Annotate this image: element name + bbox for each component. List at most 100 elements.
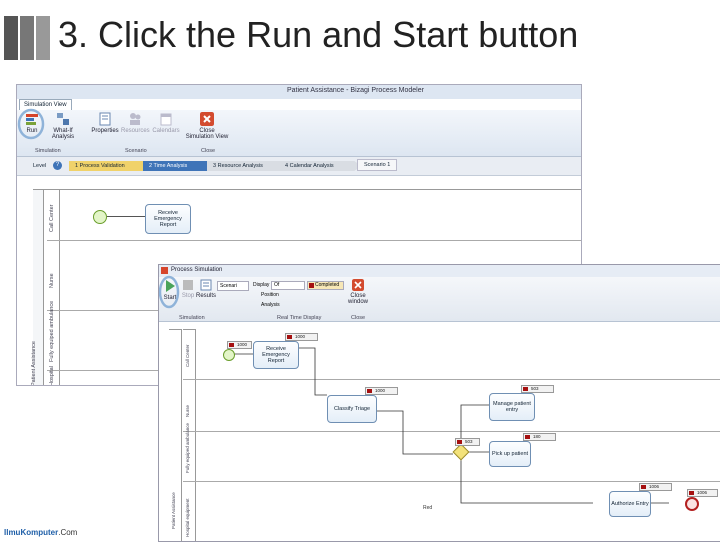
modeler-window: Patient Assistance - Bizagi Process Mode… (16, 84, 582, 386)
task-pick-up-patient[interactable]: Pick up patient (489, 441, 531, 467)
slide-title: 3. Click the Run and Start button (58, 14, 579, 55)
close-window-label: Close window (347, 293, 368, 305)
properties-label: Properties (91, 128, 119, 134)
group-simulation-label: Simulation (35, 148, 61, 154)
simulation-ribbon: Start Stop Results Scenari Display Of Co… (159, 277, 720, 322)
lane-divider (183, 481, 720, 482)
group-close-label: Close (201, 148, 216, 154)
resources-label: Resources (121, 128, 150, 134)
count-badge-start: 1000 (227, 341, 252, 349)
level-step-num: 1 (75, 163, 79, 169)
run-button[interactable]: Run (21, 112, 43, 134)
level-step-2[interactable]: 2 Time Analysis (143, 161, 217, 171)
run-label: Run (26, 128, 38, 134)
calendars-button[interactable]: Calendars (151, 112, 181, 134)
properties-icon (99, 112, 111, 126)
calendars-label: Calendars (152, 128, 180, 134)
level-step-num: 2 (149, 163, 153, 169)
level-step-1[interactable]: 1 Process Validation (69, 161, 153, 171)
task-receive-emergency-report[interactable]: Receive Emergency Report (145, 204, 191, 234)
lane-divider (183, 379, 720, 380)
level-step-4[interactable]: 4 Calendar Analysis (279, 161, 361, 171)
level-step-label: Resource Analysis (217, 163, 263, 169)
title-accent-bar (20, 16, 34, 60)
group-close-label: Close (351, 315, 366, 321)
level-step-num: 4 (285, 163, 289, 169)
completed-label: Completed (315, 282, 340, 288)
start-event[interactable] (93, 210, 107, 224)
count-badge-gateway: 503 (455, 438, 480, 446)
close-window-button[interactable]: Close window (345, 279, 371, 305)
start-highlight-ring (159, 275, 180, 309)
modeler-titlebar: Patient Assistance - Bizagi Process Mode… (17, 85, 581, 99)
group-simulation-label: Simulation (179, 315, 205, 321)
stop-label: Stop (181, 293, 195, 299)
flow-connectors (233, 347, 669, 504)
flow-label-red: Red (423, 505, 433, 511)
help-icon: ? (53, 161, 62, 170)
count-badge-receive: 1000 (285, 333, 318, 341)
resources-icon (130, 113, 141, 125)
resources-button[interactable]: Resources (121, 112, 150, 134)
simulation-window: Process Simulation Start Stop Results Sc… (158, 264, 720, 542)
results-icon (200, 279, 212, 291)
display-dropdown[interactable]: Of (271, 281, 305, 290)
modeler-window-title: Patient Assistance - Bizagi Process Mode… (287, 87, 424, 94)
lane-label-nurse: Nurse (49, 273, 55, 288)
results-label: Results (196, 293, 217, 299)
what-if-icon (57, 113, 69, 125)
lane-label-call-center: Call Center (49, 204, 55, 232)
close-icon (352, 279, 364, 291)
scenario-tab[interactable]: Scenario 1 (357, 159, 398, 171)
what-if-button[interactable]: What-If Analysis (45, 112, 81, 140)
task-authorize-entry[interactable]: Authorize Entry (609, 491, 651, 517)
level-label: Level (33, 163, 47, 169)
count-badge-classify: 1000 (365, 387, 398, 395)
group-scenario-label: Scenario (125, 148, 147, 154)
lane-divider (47, 240, 581, 241)
footer-tld: .Com (58, 528, 78, 537)
level-step-label: Calendar Analysis (289, 163, 334, 169)
start-button[interactable]: Start (161, 279, 179, 301)
connector-line (107, 216, 145, 217)
lane-label-hospital: Hospital (49, 366, 55, 386)
results-button[interactable]: Results (196, 279, 216, 299)
footer-brand: IlmuKomputer (4, 528, 59, 537)
run-icon (26, 114, 38, 125)
position-option[interactable]: Position (261, 292, 279, 298)
pool-label: Patient Assistance (31, 341, 37, 386)
display-label: Display (253, 282, 270, 288)
completed-dropdown[interactable]: Completed (307, 281, 344, 290)
close-icon (200, 112, 214, 126)
stop-icon (183, 280, 193, 290)
start-event[interactable] (223, 349, 235, 361)
analysis-option[interactable]: Analysis (261, 302, 280, 308)
stop-button[interactable]: Stop (180, 279, 196, 299)
task-manage-patient-entry[interactable]: Manage patient entry (489, 393, 535, 421)
run-highlight-ring (17, 108, 45, 140)
what-if-label: What-If Analysis (51, 128, 75, 140)
start-label: Start (163, 295, 177, 301)
close-simulation-view-label: Close Simulation View (185, 128, 229, 140)
lane-label-ambulance: Fully equiped ambulance (49, 300, 55, 362)
task-classify-triage[interactable]: Classify Triage (327, 395, 377, 423)
level-breadcrumb: Level ? 1 Process Validation 2 Time Anal… (17, 157, 581, 176)
calendars-icon (160, 113, 172, 126)
lane-divider (183, 431, 720, 432)
scenario-dropdown[interactable]: Scenari (217, 281, 249, 291)
title-accent-bar (4, 16, 18, 60)
end-event[interactable] (685, 497, 699, 511)
count-badge-end: 1006 (687, 489, 718, 497)
play-icon (166, 280, 175, 292)
count-badge-pick: 180 (523, 433, 556, 441)
footer-watermark: IlmuKomputer.Com (4, 528, 77, 537)
level-step-3[interactable]: 3 Resource Analysis (207, 161, 289, 171)
count-badge-manage: 503 (521, 385, 554, 393)
count-badge-authorize: 1006 (639, 483, 672, 491)
task-receive-emergency-report[interactable]: Receive Emergency Report (253, 341, 299, 369)
close-simulation-view-button[interactable]: Close Simulation View (185, 112, 229, 140)
app-icon (161, 267, 168, 274)
properties-button[interactable]: Properties (91, 112, 119, 134)
pool-header (33, 190, 44, 385)
title-accent-bar (36, 16, 50, 60)
